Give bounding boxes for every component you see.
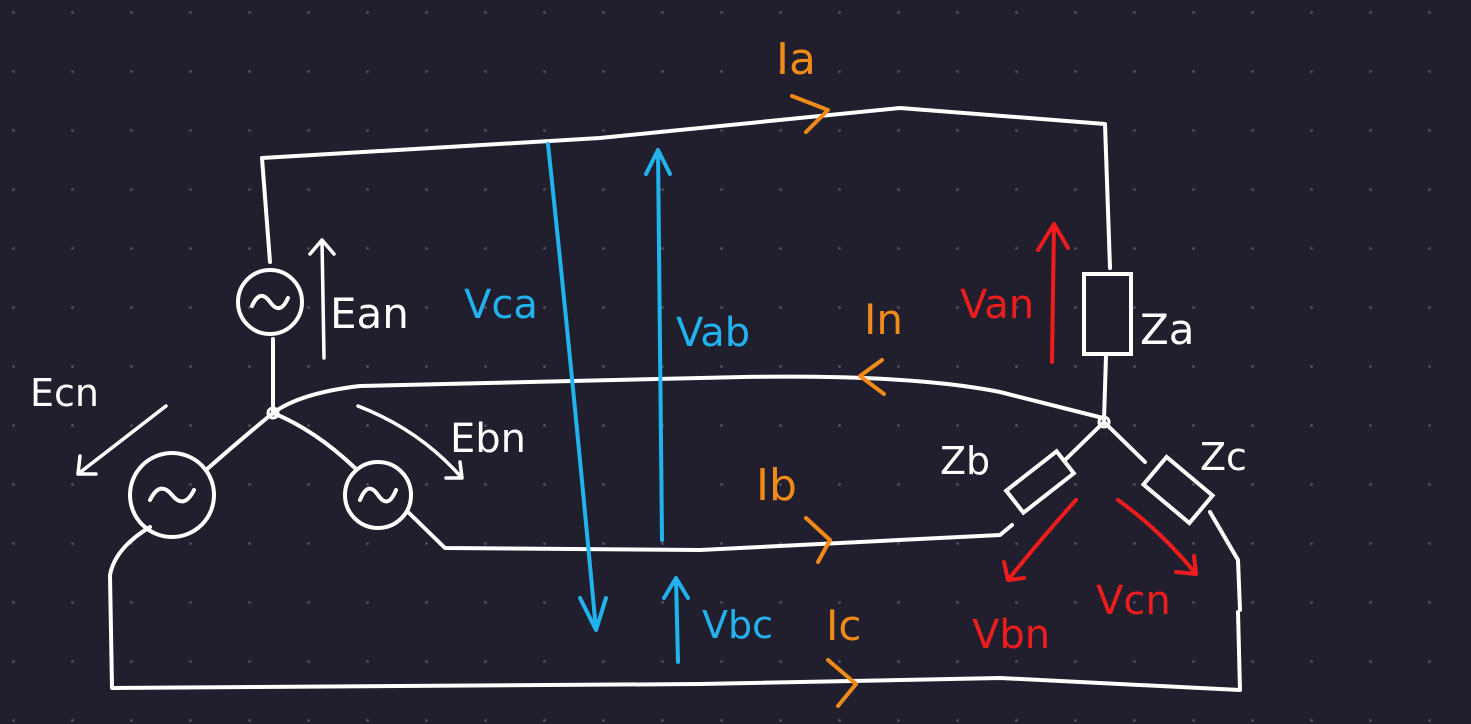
ib-arrow xyxy=(804,516,832,564)
in-arrow xyxy=(858,358,886,396)
source-c-neutral-lead xyxy=(204,411,275,472)
ebn-label: Ebn xyxy=(450,416,526,462)
ecn-arrow xyxy=(76,404,168,476)
zc-label: Zc xyxy=(1200,435,1247,479)
neutral-wire xyxy=(271,374,1105,420)
vbn-arrow xyxy=(1002,498,1078,582)
ebn-arrow xyxy=(356,404,464,480)
vbc-label: Vbc xyxy=(702,603,773,647)
source-a xyxy=(236,268,304,336)
vbn-label: Vbn xyxy=(972,612,1050,658)
vab-label: Vab xyxy=(676,310,750,356)
phase-b-wire xyxy=(406,510,1014,552)
za-label: Za xyxy=(1140,305,1195,354)
ecn-label: Ecn xyxy=(30,371,99,415)
ean-arrow xyxy=(308,238,336,360)
zb-label: Zb xyxy=(940,439,990,483)
phase-c-load-lead xyxy=(1208,510,1242,612)
ib-label: Ib xyxy=(756,460,797,511)
ac-source-icon xyxy=(236,268,304,336)
impedance-box-icon xyxy=(1003,448,1077,516)
source-c xyxy=(128,451,216,539)
vca-label: Vca xyxy=(464,282,538,328)
vca-arrow xyxy=(546,142,608,632)
impedance-box-icon xyxy=(1140,454,1216,526)
source-b-neutral-lead xyxy=(271,411,357,470)
ac-source-icon xyxy=(128,451,216,539)
impedance-box-icon xyxy=(1082,272,1133,356)
in-label: In xyxy=(864,295,903,344)
ia-arrow xyxy=(790,94,830,134)
vcn-arrow xyxy=(1116,498,1198,576)
ia-label: Ia xyxy=(776,34,816,85)
phase-c-wire xyxy=(108,525,1242,692)
source-neutral-node xyxy=(266,406,280,420)
load-c-neutral-lead xyxy=(1102,420,1147,464)
van-arrow xyxy=(1036,222,1070,364)
ac-source-icon xyxy=(343,460,413,530)
phase-a-wire xyxy=(260,106,1112,270)
load-a-neutral-lead xyxy=(1102,354,1108,422)
ean-label: Ean xyxy=(330,289,409,338)
vab-arrow xyxy=(644,148,672,542)
vcn-label: Vcn xyxy=(1096,578,1171,624)
ic-label: Ic xyxy=(826,601,861,650)
vbc-arrow xyxy=(662,576,690,664)
load-b-neutral-lead xyxy=(1063,420,1106,462)
source-b xyxy=(343,460,413,530)
ic-arrow xyxy=(826,658,858,708)
van-label: Van xyxy=(960,282,1034,328)
load-neutral-node xyxy=(1097,415,1111,429)
